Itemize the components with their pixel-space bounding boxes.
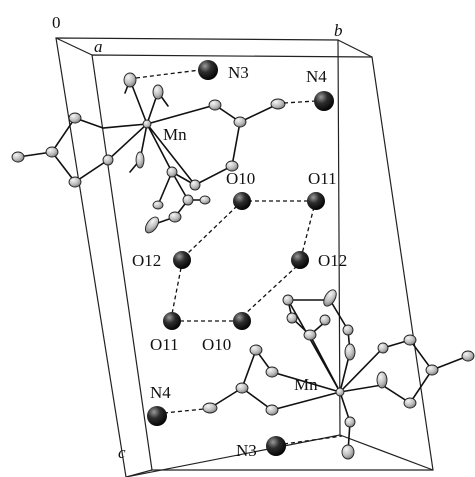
oxygen-atom	[341, 444, 355, 460]
carbon-atom	[182, 194, 194, 206]
hydrogen-atom	[152, 200, 164, 210]
carbon-atom	[189, 179, 201, 191]
oxygen-atom	[344, 343, 356, 361]
bond	[241, 348, 341, 411]
carbon-atom	[235, 382, 249, 394]
hydrogen-atom	[202, 402, 218, 414]
mn-label-top: Mn	[163, 125, 187, 144]
manganese-atom	[335, 387, 345, 397]
n4-atom-bottom	[147, 406, 167, 426]
carbon-atom	[166, 166, 178, 178]
n3-label-top: N3	[228, 63, 249, 82]
carbon-atom	[403, 397, 417, 409]
carbon-atom	[68, 176, 82, 188]
hydrogen-bonds	[135, 69, 343, 445]
mn-complex-top: Mn	[11, 72, 286, 234]
carbon-atom	[11, 151, 25, 163]
o10-label-top: O10	[226, 169, 255, 188]
o12-atom-right	[291, 251, 309, 269]
oxygen-atom	[344, 416, 356, 428]
hbond-o12-o10	[244, 265, 298, 315]
carbon-atom	[45, 146, 59, 158]
cell-edge	[337, 39, 373, 58]
carbon-atom	[68, 112, 82, 124]
carbon-atom	[233, 116, 247, 128]
oxygen-atom	[135, 151, 145, 169]
hbond-o10-o12	[186, 205, 238, 255]
n4-label-bottom: N4	[150, 383, 171, 402]
carbon-atom	[225, 160, 239, 172]
hbond-n4-top	[283, 100, 317, 104]
o10-atom-bottom	[233, 312, 251, 330]
carbon-atom	[303, 329, 317, 341]
oxygen-atom	[144, 216, 160, 234]
n3-atom-top	[198, 60, 218, 80]
hbond-n4-bottom	[163, 408, 205, 414]
mn-label-bottom: Mn	[294, 375, 318, 394]
cell-edge	[55, 37, 93, 56]
carbon-atom	[168, 211, 182, 223]
carbon-atom	[403, 334, 417, 346]
bond	[431, 355, 469, 371]
hbond-o11-o12	[301, 206, 315, 255]
n3-atom-bottom	[266, 436, 286, 456]
o11-atom-bottom	[163, 312, 181, 330]
axis-a-label: a	[94, 37, 103, 56]
o12-label-left: O12	[132, 251, 161, 270]
carbon-atom	[102, 154, 114, 166]
o11-label-top: O11	[308, 169, 337, 188]
carbon-atom	[425, 364, 439, 376]
carbon-atom	[265, 404, 279, 416]
bond	[239, 103, 279, 123]
bond	[51, 123, 148, 184]
n3-label-bottom: N3	[236, 441, 257, 460]
hbond-o12-o11	[171, 267, 182, 315]
hbond-n3-top	[135, 69, 201, 79]
bond	[17, 117, 148, 158]
o10-label-bottom: O10	[202, 335, 231, 354]
oxygen-atom	[152, 84, 164, 100]
manganese-atom	[142, 119, 152, 129]
carbon-atom	[286, 312, 298, 324]
axis-c-label: c	[118, 443, 126, 462]
hydrogen-atom	[270, 98, 286, 110]
hbond-n3-bottom	[283, 435, 343, 445]
carbon-atom	[342, 324, 354, 336]
o11-label-bottom: O11	[150, 335, 179, 354]
carbon-atom	[461, 350, 475, 362]
nitrogen-atom	[265, 366, 279, 378]
atom-labels: N3 N4 O10 O11 O12 O12 O11 O10 N4 N3	[132, 63, 347, 460]
mn-complex-bottom: Mn	[202, 289, 475, 460]
o12-atom-left	[173, 251, 191, 269]
oxygen-atom	[323, 289, 337, 307]
cell-edge	[339, 434, 434, 471]
hydrogen-atom	[199, 195, 211, 205]
carbon-atom	[249, 344, 263, 356]
bond	[129, 79, 241, 187]
carbon-atom	[319, 314, 331, 326]
bond	[124, 79, 173, 206]
axis-b-label: b	[334, 21, 343, 40]
o12-label-right: O12	[318, 251, 347, 270]
o11-atom-top	[307, 192, 325, 210]
cell-edge	[125, 469, 153, 477]
oxygen-atom	[123, 72, 137, 88]
carbon-atom	[377, 342, 389, 354]
origin-label: 0	[52, 13, 61, 32]
hydrogen-atom	[282, 294, 294, 306]
oxygen-atom	[376, 371, 388, 389]
unit-cell	[55, 37, 434, 477]
lattice-atoms	[147, 60, 334, 456]
n4-label-top: N4	[306, 67, 327, 86]
o10-atom-top	[233, 192, 251, 210]
n4-atom-top	[314, 91, 334, 111]
nitrogen-atom	[208, 99, 222, 111]
